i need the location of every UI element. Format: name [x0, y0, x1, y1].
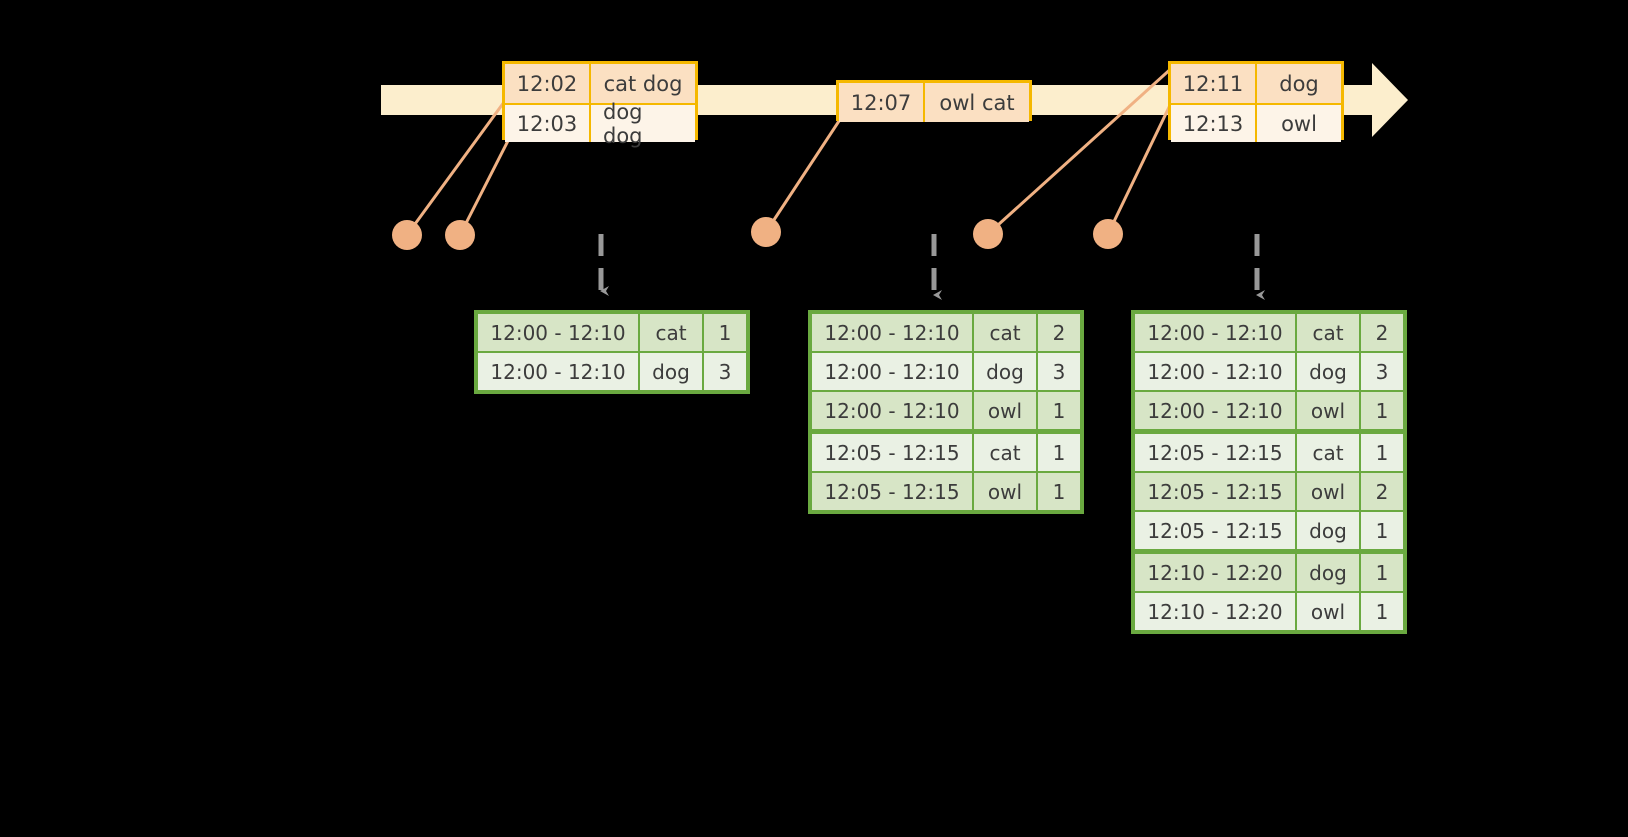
cell-count: 1 — [1361, 554, 1403, 591]
cell-count: 2 — [1361, 473, 1403, 510]
cell-key: dog — [640, 353, 702, 390]
connector-3 — [764, 117, 843, 233]
cell-count: 1 — [704, 314, 746, 351]
timeline-event-row: 12:11 dog — [1171, 64, 1341, 103]
cell-count: 2 — [1361, 314, 1403, 351]
event-value: dog — [1279, 71, 1319, 96]
cell-window: 12:05 - 12:15 — [1135, 512, 1295, 549]
timeline-event-box-3[interactable]: 12:11 dog 12:13 owl — [1168, 61, 1344, 142]
cell-count: 1 — [1038, 434, 1080, 471]
event-time: 12:02 — [505, 64, 591, 103]
cell-key: dog — [1297, 512, 1359, 549]
cell-count: 1 — [1038, 473, 1080, 510]
cell-window: 12:00 - 12:10 — [1135, 353, 1295, 390]
cell-key: dog — [1297, 353, 1359, 390]
cell-count: 1 — [1361, 392, 1403, 429]
cell-window: 12:05 - 12:15 — [812, 434, 972, 471]
event-time: 12:07 — [839, 83, 925, 122]
timeline-event-row: 12:13 owl — [1171, 103, 1341, 142]
cell-window: 12:05 - 12:15 — [1135, 434, 1295, 471]
flow-arrows — [598, 234, 1265, 300]
cell-window: 12:10 - 12:20 — [1135, 554, 1295, 591]
event-dot-1[interactable] — [392, 220, 422, 250]
timeline-event-row: 12:02 cat dog — [505, 64, 695, 103]
cell-key: cat — [974, 434, 1036, 471]
cell-key: owl — [1297, 392, 1359, 429]
timeline-event-box-1[interactable]: 12:02 cat dog 12:03 dog dog — [502, 61, 698, 148]
cell-count: 3 — [1361, 353, 1403, 390]
cell-window: 12:00 - 12:10 — [812, 353, 972, 390]
cell-window: 12:05 - 12:15 — [1135, 473, 1295, 510]
cell-count: 1 — [1361, 512, 1403, 549]
cell-count: 3 — [704, 353, 746, 390]
event-dot-3[interactable] — [751, 217, 781, 247]
event-dot-4[interactable] — [973, 219, 1003, 249]
connector-5 — [1106, 100, 1174, 235]
cell-key: cat — [640, 314, 702, 351]
event-dot-5[interactable] — [1093, 219, 1123, 249]
cell-count: 2 — [1038, 314, 1080, 351]
cell-key: owl — [974, 392, 1036, 429]
event-value: dog dog — [603, 99, 643, 148]
cell-window: 12:00 - 12:10 — [812, 392, 972, 429]
event-dot-2[interactable] — [445, 220, 475, 250]
event-time: 12:13 — [1171, 105, 1257, 142]
cell-key: owl — [1297, 473, 1359, 510]
cell-count: 3 — [1038, 353, 1080, 390]
connector-2 — [458, 130, 515, 236]
cell-key: cat — [1297, 434, 1359, 471]
event-time: 12:11 — [1171, 64, 1257, 103]
cell-count: 1 — [1361, 434, 1403, 471]
cell-count: 1 — [1038, 392, 1080, 429]
cell-key: owl — [974, 473, 1036, 510]
connector-1 — [405, 97, 509, 236]
cell-window: 12:05 - 12:15 — [812, 473, 972, 510]
timeline-event-box-2[interactable]: 12:07 owl cat — [836, 80, 1032, 122]
event-dots — [392, 217, 1123, 250]
timeline-event-row: 12:07 owl cat — [839, 83, 1029, 122]
cell-window: 12:00 - 12:10 — [812, 314, 972, 351]
cell-window: 12:00 - 12:10 — [1135, 314, 1295, 351]
cell-key: cat — [974, 314, 1036, 351]
cell-key: dog — [1297, 554, 1359, 591]
cell-window: 12:00 - 12:10 — [478, 353, 638, 390]
cell-window: 12:00 - 12:10 — [1135, 392, 1295, 429]
cell-key: cat — [1297, 314, 1359, 351]
event-value: owl cat — [939, 90, 1015, 115]
event-value: cat dog — [603, 71, 683, 96]
cell-window: 12:10 - 12:20 — [1135, 593, 1295, 630]
event-time: 12:03 — [505, 105, 591, 142]
cell-key: owl — [1297, 593, 1359, 630]
cell-window: 12:00 - 12:10 — [478, 314, 638, 351]
timeline-event-row: 12:03 dog dog — [505, 99, 695, 148]
cell-count: 1 — [1361, 593, 1403, 630]
event-value: owl — [1281, 111, 1317, 136]
cell-key: dog — [974, 353, 1036, 390]
